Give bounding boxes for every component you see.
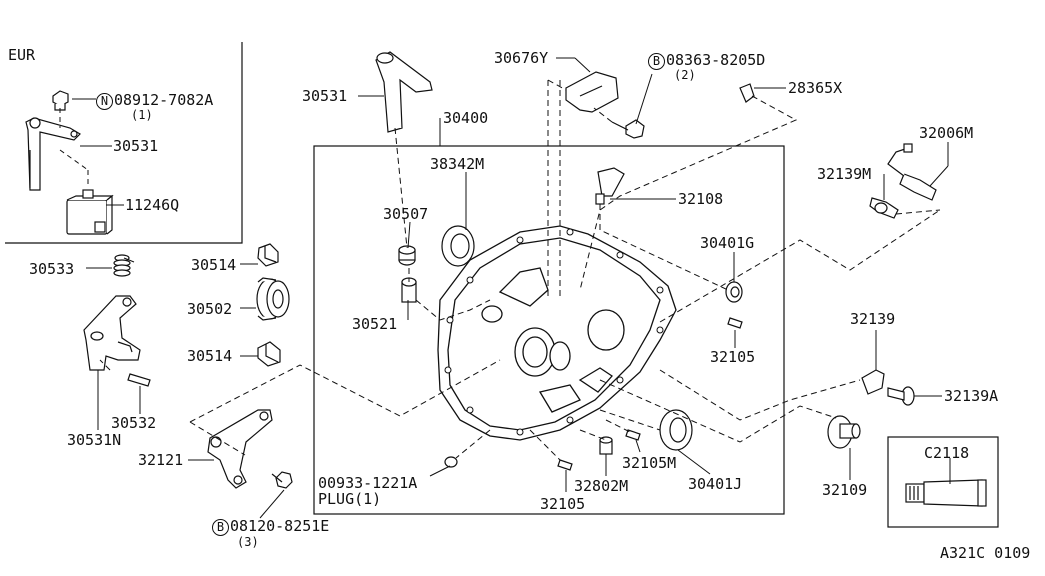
b-circle-icon: B: [212, 519, 229, 536]
part-label-30514: 30514: [187, 347, 233, 365]
clutch-housing-30400: [437, 225, 677, 441]
inset-region-label: EUR: [8, 46, 36, 64]
part-label-32006m: 32006M: [919, 124, 974, 142]
n-circle-icon: N: [96, 93, 113, 110]
housing-bolt-holes: [444, 228, 664, 436]
part-label-32109: 32109: [822, 481, 868, 499]
clip-28365x: [739, 83, 755, 103]
bolt-qty: (2): [674, 68, 696, 82]
seal-30401j: [659, 409, 693, 451]
sensor-32139m: [869, 197, 899, 219]
bushing-30507: [398, 245, 416, 266]
part-label-30507: 30507: [383, 205, 429, 223]
sensor-32006m: [887, 143, 937, 201]
plug-label-number: 00933-1221A: [318, 474, 418, 492]
bolt-number: 08363-8205D: [666, 51, 766, 69]
plug-label-text: PLUG(1): [318, 490, 382, 508]
main-frame: [313, 145, 785, 515]
bolt-number: 08120-8251E: [230, 517, 330, 535]
assembly-lines: [99, 79, 941, 461]
part-label-c2118: C2118: [924, 444, 970, 462]
part-label-32108: 32108: [678, 190, 724, 208]
inset-shift-lever: [25, 117, 81, 191]
part-label-32105: 32105: [540, 495, 586, 513]
part-32108: [595, 167, 625, 205]
figure-code: A321C 0109: [940, 544, 1031, 562]
pin-32105-right: [727, 317, 743, 329]
bolt-32139a: [887, 386, 915, 406]
part-label-30531: 30531: [302, 87, 348, 105]
inset-leader-lines: [59, 108, 89, 188]
part-label-30533: 30533: [29, 260, 75, 278]
part-label-32121: 32121: [138, 451, 184, 469]
bolt-qty: (3): [237, 535, 259, 549]
bracket-32121: [207, 409, 273, 489]
part-label-30401g: 30401G: [700, 234, 755, 252]
inset-leaders: [72, 98, 124, 206]
bracket-30676y: [565, 71, 619, 113]
part-label-32139: 32139: [850, 310, 896, 328]
part-label-30532: 30532: [111, 414, 157, 432]
clip-30514-bottom: [257, 341, 281, 367]
plug-32802m: [599, 436, 613, 455]
bracket-32139: [861, 369, 885, 395]
bush-30521: [401, 277, 417, 303]
inset-nut-qty: (1): [131, 108, 153, 122]
bolt-08363: [611, 119, 645, 139]
pin-32105-bottom: [557, 459, 573, 471]
part-label-30502: 30502: [187, 300, 233, 318]
part-label-32105: 32105: [710, 348, 756, 366]
inset-part-label: 30531: [113, 137, 159, 155]
inset-nut: [52, 90, 69, 111]
b-circle-icon: B: [648, 53, 665, 70]
grease-tube-c2118: [905, 479, 987, 507]
part-label-30676y: 30676Y: [494, 49, 549, 67]
shift-lever-30531: [375, 51, 433, 133]
part-label-32139m: 32139M: [817, 165, 872, 183]
part-label-32105m: 32105M: [622, 454, 677, 472]
part-label-32139a: 32139A: [944, 387, 999, 405]
inset-switch-11246q: [66, 189, 114, 235]
clip-30514-top: [257, 243, 279, 267]
inset-part-label: 11246Q: [125, 196, 180, 214]
spring-30533: [113, 254, 131, 277]
inset-nut-number: 08912-7082A: [114, 91, 214, 109]
plug-00933: [444, 456, 458, 468]
part-label-30400: 30400: [443, 109, 489, 127]
part-label-28365x: 28365X: [788, 79, 843, 97]
fork-30531n: [83, 295, 141, 371]
part-label-30531n: 30531N: [67, 431, 122, 449]
part-label-30514: 30514: [191, 256, 237, 274]
part-label-32802m: 32802M: [574, 477, 629, 495]
inset-frame: [5, 42, 243, 244]
c2118-frame: [887, 436, 999, 528]
seal-38342m: [441, 225, 475, 267]
bearing-30502: [256, 277, 290, 321]
pin-30532: [127, 373, 151, 387]
gear-32109: [827, 415, 861, 449]
bolt-08120: [271, 471, 293, 489]
seal-30401g: [725, 281, 743, 303]
part-label-30521: 30521: [352, 315, 398, 333]
part-label-38342m: 38342M: [430, 155, 485, 173]
part-label-30401j: 30401J: [688, 475, 743, 493]
leader-lines: [86, 57, 951, 519]
pin-32105m: [625, 429, 641, 441]
